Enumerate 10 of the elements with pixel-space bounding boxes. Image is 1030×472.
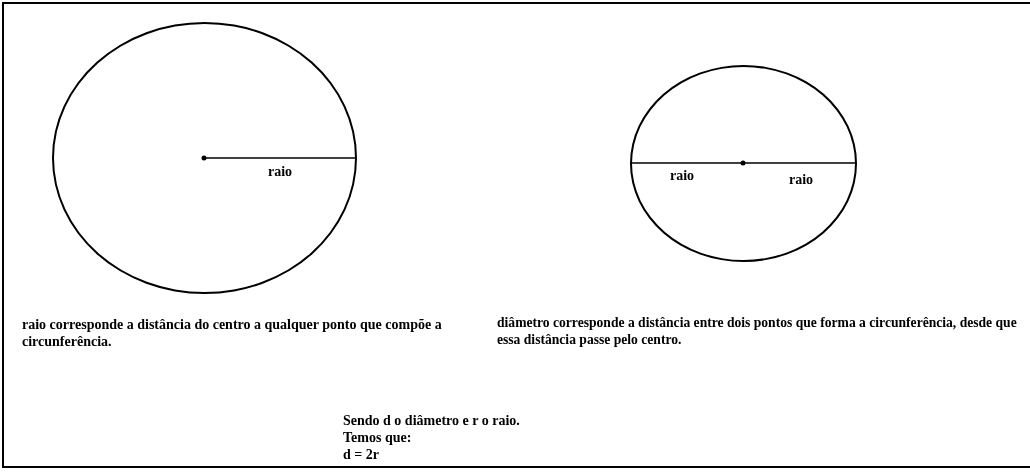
radius-label: raio [670, 168, 695, 184]
definition-text: raio corresponde a distância do centro a qualquer ponto que compõe a circunferência. [22, 316, 443, 350]
circle-drawing [52, 22, 357, 294]
radius-label: raio [789, 172, 814, 188]
radius-label: raio [268, 164, 293, 180]
formula-text: d = 2r [343, 446, 380, 463]
formula-text: Temos que: [343, 429, 413, 446]
formula-text: Sendo d o diâmetro e r o raio. [343, 412, 521, 429]
circle-drawing [630, 65, 857, 262]
definition-text: diâmetro corresponde a distância entre dois pontos que forma a circunferência, desde que essa distância passe pelo centro. [497, 314, 1018, 348]
